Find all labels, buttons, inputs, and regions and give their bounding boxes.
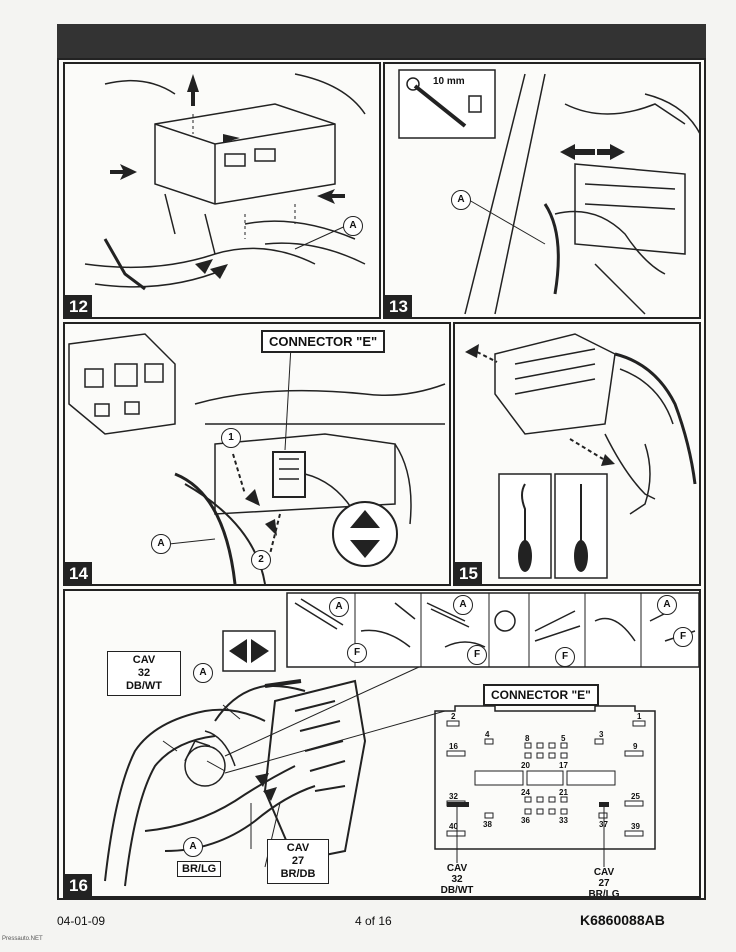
callout-1: 1 xyxy=(221,428,241,448)
callout-a: A xyxy=(451,190,471,210)
footer-date: 04-01-09 xyxy=(57,914,106,928)
pin-number: 25 xyxy=(631,792,640,801)
footer-doc-number: K6860088AB xyxy=(580,912,665,928)
pin-number: 8 xyxy=(525,734,530,743)
splice-callout-a: A xyxy=(329,597,349,617)
splice-callout-a: A xyxy=(657,595,677,615)
pin-number: 4 xyxy=(485,730,490,739)
callout-2: 2 xyxy=(251,550,271,570)
splice-callout-f: F xyxy=(555,647,575,667)
pin-number: 16 xyxy=(449,742,458,751)
splice-callout-a: A xyxy=(453,595,473,615)
pin-number: 39 xyxy=(631,822,640,831)
connector-cav-27-label: CAV 27 BR/LG xyxy=(588,867,620,898)
pin-number: 32 xyxy=(449,792,458,801)
callout-a: A xyxy=(343,216,363,236)
header-bar xyxy=(57,24,706,58)
connector-e-label: CONNECTOR "E" xyxy=(483,684,599,706)
pin-number: 1 xyxy=(637,712,642,721)
step-14-panel: CONNECTOR "E" 1 2 A 14 xyxy=(63,322,451,586)
pin-number: 3 xyxy=(599,730,604,739)
callout-a: A xyxy=(193,663,213,683)
splice-callout-f: F xyxy=(347,643,367,663)
tool-size-label: 10 mm xyxy=(433,76,465,87)
step-12-illustration xyxy=(84,73,366,291)
step-number: 15 xyxy=(455,562,482,584)
step-16-illustration xyxy=(104,592,699,887)
footer-page-number: 4 of 16 xyxy=(355,914,392,928)
step-number: 16 xyxy=(65,874,92,896)
step-14-illustration xyxy=(68,333,446,584)
callout-a: A xyxy=(183,837,203,857)
connector-e-label: CONNECTOR "E" xyxy=(261,330,386,353)
step-number: 13 xyxy=(385,295,412,317)
step-13-illustration xyxy=(398,69,699,315)
step-15-illustration xyxy=(465,333,697,579)
pin-number: 38 xyxy=(483,820,492,829)
step-number: 12 xyxy=(65,295,92,317)
watermark: Pressauto.NET xyxy=(2,936,43,942)
step-13-panel: 10 mm A 13 xyxy=(383,62,701,319)
splice-callout-f: F xyxy=(673,627,693,647)
br-lg-wire-tag: BR/LG xyxy=(177,861,222,877)
pin-number: 40 xyxy=(449,822,458,831)
step-15-panel: 15 xyxy=(453,322,701,586)
connector-cav-32-label: CAV 32 DB/WT xyxy=(440,863,474,896)
step-number: 14 xyxy=(65,562,92,584)
pin-number: 5 xyxy=(561,734,566,743)
pin-number: 36 xyxy=(521,816,530,825)
pin-number: 33 xyxy=(559,816,568,825)
pin-number: 17 xyxy=(559,761,568,770)
step-12-panel: A 12 xyxy=(63,62,381,319)
cav-27-label: CAV 27 BR/DB xyxy=(267,839,329,884)
pin-number: 20 xyxy=(521,761,530,770)
step-16-panel: A F A F F A F CAV 32 DB/WT A A BR/LG CAV… xyxy=(63,589,701,898)
pin-number: 2 xyxy=(451,712,456,721)
callout-a: A xyxy=(151,534,171,554)
splice-callout-f: F xyxy=(467,645,487,665)
pin-number: 9 xyxy=(633,742,638,751)
pin-number: 37 xyxy=(599,820,608,829)
pin-number: 24 xyxy=(521,788,530,797)
cav-32-label: CAV 32 DB/WT xyxy=(107,651,181,696)
pin-number: 21 xyxy=(559,788,568,797)
instruction-sheet: A 12 10 mm xyxy=(57,58,706,900)
